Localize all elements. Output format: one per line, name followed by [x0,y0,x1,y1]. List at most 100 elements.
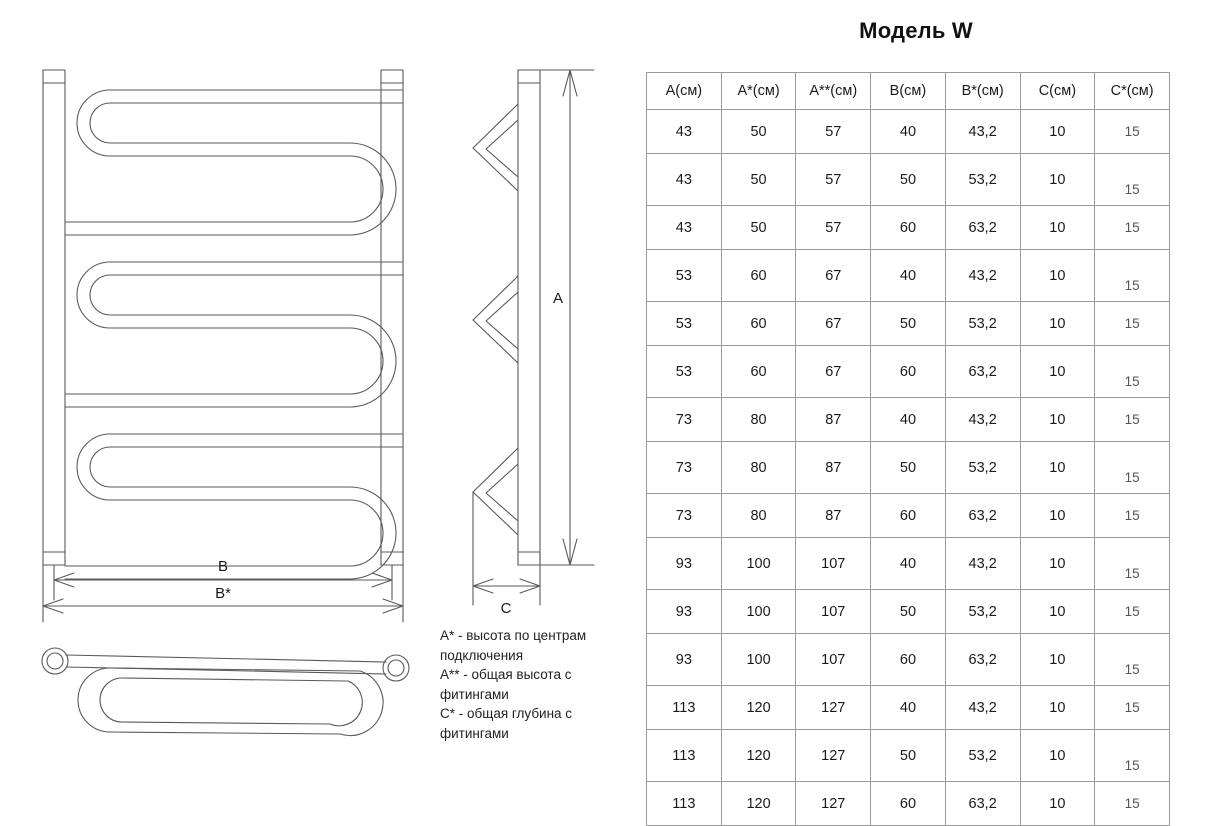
technical-drawing-page: B B* [41,18,1170,826]
cell-adbstar: 87 [795,441,872,494]
plan-loop-outer [77,667,384,737]
plan-loop-inner [99,677,363,727]
dimension-label-C: C [501,600,512,617]
dimension-label-B: B [218,558,228,575]
cell-b: 60 [870,205,946,250]
column-header-astar: A*(см) [720,72,797,110]
cell-a: 53 [646,301,722,346]
cell-bstar: 43,2 [944,537,1021,590]
cell-c: 10 [1019,301,1096,346]
cell-astar: 100 [720,537,797,590]
cell-b: 40 [870,685,946,730]
cell-cstar: 15 [1094,397,1170,442]
cell-c: 10 [1019,729,1096,782]
cell-c: 10 [1019,537,1096,590]
cell-astar: 60 [720,301,797,346]
dimension-A: A [539,69,595,566]
plan-bar-top [65,654,387,663]
cell-cstar: 15 [1094,633,1170,686]
cell-b: 60 [870,345,946,398]
cell-c: 10 [1019,205,1096,250]
cell-a: 43 [646,205,722,250]
serpentine-segment-2 [64,261,404,408]
cell-cstar: 15 [1094,205,1170,250]
dimension-Bstar: B* [42,564,404,623]
cell-c: 10 [1019,345,1096,398]
cell-a: 73 [646,493,722,538]
cell-adbstar: 87 [795,397,872,442]
cell-astar: 80 [720,397,797,442]
cell-c: 10 [1019,397,1096,442]
cell-c: 10 [1019,493,1096,538]
cell-bstar: 53,2 [944,589,1021,634]
cell-cstar: 15 [1094,109,1170,154]
cell-cstar: 15 [1094,301,1170,346]
cell-bstar: 63,2 [944,205,1021,250]
cell-c: 10 [1019,589,1096,634]
cell-a: 53 [646,345,722,398]
dimension-B: B [53,558,393,601]
plan-view [41,647,410,737]
cell-bstar: 63,2 [944,633,1021,686]
side-post [517,69,541,566]
cell-astar: 50 [720,205,797,250]
cell-b: 60 [870,781,946,826]
cell-b: 40 [870,109,946,154]
serpentine-segment-1 [64,89,404,236]
cell-astar: 120 [720,685,797,730]
cell-bstar: 53,2 [944,729,1021,782]
cell-cstar: 15 [1094,537,1170,590]
page-title: Модель W [859,18,973,43]
column-header-b: B(см) [870,72,946,110]
cell-astar: 100 [720,589,797,634]
cell-c: 10 [1019,441,1096,494]
column-header-bstar: B*(см) [944,72,1021,110]
side-chevron-1 [472,103,519,192]
cell-b: 50 [870,153,946,206]
cell-bstar: 63,2 [944,493,1021,538]
cell-b: 40 [870,537,946,590]
cell-bstar: 43,2 [944,109,1021,154]
column-header-cstar: C*(см) [1094,72,1170,110]
cell-a: 43 [646,153,722,206]
cell-c: 10 [1019,633,1096,686]
cell-cstar: 15 [1094,153,1170,206]
cell-cstar: 15 [1094,781,1170,826]
cell-a: 93 [646,589,722,634]
cell-b: 60 [870,493,946,538]
cell-cstar: 15 [1094,685,1170,730]
legend-notes: A* - высота по центрам подключения A** -… [440,626,636,743]
side-elevation-view: A C [472,69,595,617]
fitting-left-inner [46,652,64,670]
cell-adbstar: 87 [795,493,872,538]
cell-astar: 50 [720,153,797,206]
cell-cstar: 15 [1094,493,1170,538]
cell-a: 43 [646,109,722,154]
drawing-svg: B B* [41,69,595,737]
cell-bstar: 43,2 [944,685,1021,730]
legend-line-astar: A* - высота по центрам подключения [440,628,590,663]
dimension-label-Bstar: B* [215,585,231,602]
legend-line-cstar: C* - общая глубина с фитингами [440,706,576,741]
cell-astar: 80 [720,493,797,538]
column-header-c: C(см) [1019,72,1096,110]
cell-b: 50 [870,441,946,494]
side-chevron-2 [472,275,519,364]
cell-cstar: 15 [1094,441,1170,494]
legend-line-adoublestar: A** - общая высота с фитингами [440,667,576,702]
fitting-right-outer [382,654,410,682]
cell-astar: 80 [720,441,797,494]
cell-bstar: 53,2 [944,301,1021,346]
